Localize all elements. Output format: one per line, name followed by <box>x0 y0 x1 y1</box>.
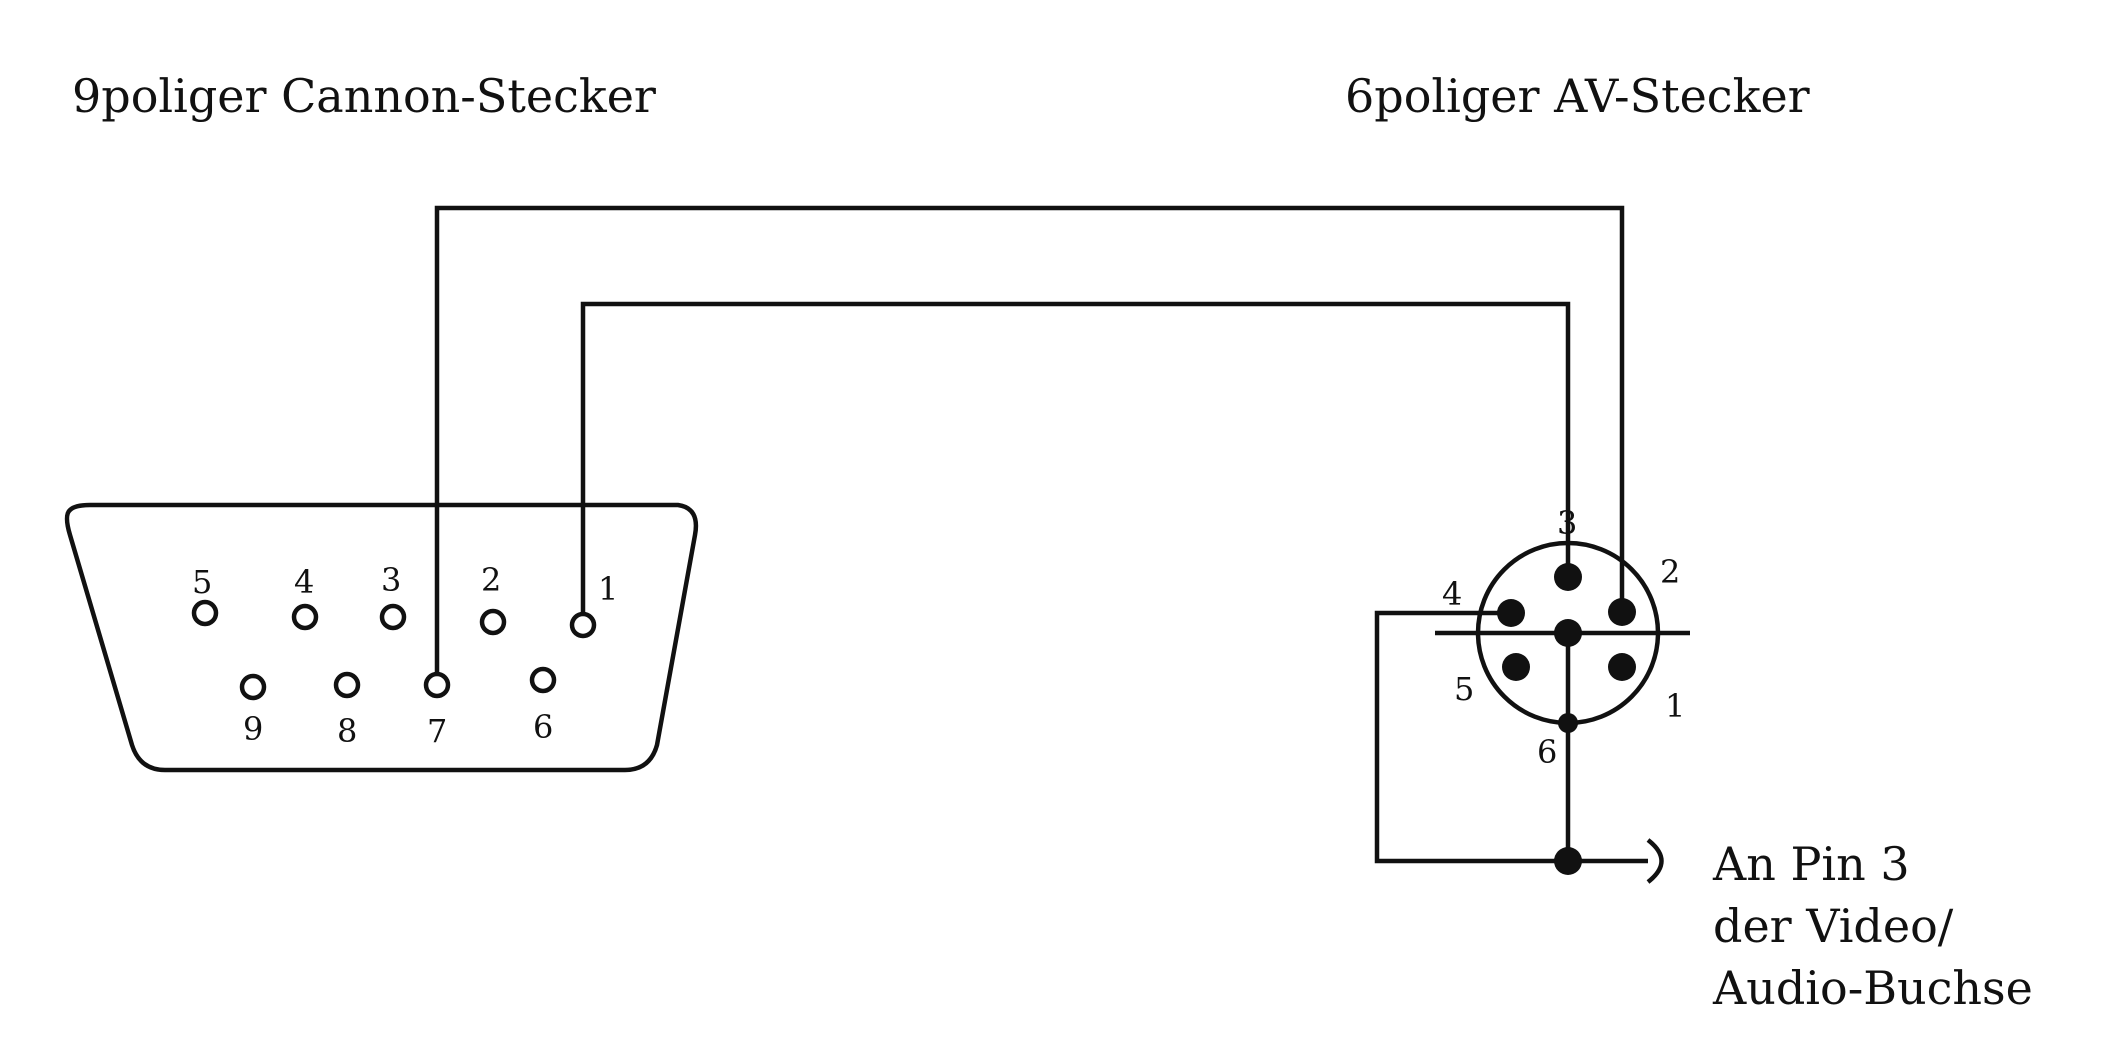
db9-pin-1 <box>569 611 597 639</box>
av-pin-1 <box>1608 653 1636 681</box>
av-pin-label-1: 1 <box>1665 687 1685 725</box>
db9-pin-2 <box>479 608 507 636</box>
av-pin-4 <box>1497 599 1525 627</box>
db9-pin-label-5: 5 <box>192 563 212 601</box>
note-line-1: An Pin 3 <box>1712 837 1910 891</box>
db9-pin-label-3: 3 <box>381 561 401 599</box>
db9-pin-label-6: 6 <box>533 708 553 746</box>
av-pin-6 <box>1558 713 1578 733</box>
db9-pin-label-1: 1 <box>598 570 618 608</box>
socket-arrow-icon <box>1646 838 1664 884</box>
wire-pin4-loop <box>1374 610 1568 864</box>
db9-pin-7 <box>423 671 451 699</box>
junction-dot <box>1554 847 1582 875</box>
av-pin-label-3: 3 <box>1557 504 1577 542</box>
wire-pin7-to-pin2 <box>434 205 1625 683</box>
db9-connector-shell <box>64 502 699 773</box>
db9-pin-5 <box>191 599 219 627</box>
av-pin-2 <box>1608 598 1636 626</box>
av-pin-center <box>1554 619 1582 647</box>
db9-pin-label-8: 8 <box>337 712 357 750</box>
av-pin-label-4: 4 <box>1442 575 1462 613</box>
db9-connector-title: 9poliger Cannon-Stecker <box>72 69 656 123</box>
db9-pin-6 <box>529 666 557 694</box>
av-pin-label-6: 6 <box>1537 733 1557 771</box>
db9-pin-label-4: 4 <box>294 563 314 601</box>
wire-pin1-to-pin3 <box>580 301 1571 623</box>
av-pin-3 <box>1554 563 1582 591</box>
db9-pin-label-2: 2 <box>481 561 501 599</box>
db9-pin-9 <box>239 673 267 701</box>
av-pin-label-5: 5 <box>1454 670 1474 708</box>
note-line-2: der Video/ <box>1713 899 1954 953</box>
db9-pin-4 <box>291 603 319 631</box>
av-pin-5 <box>1502 653 1530 681</box>
db9-pin-label-9: 9 <box>243 710 263 748</box>
av-pin-label-2: 2 <box>1660 553 1680 591</box>
db9-pin-8 <box>333 671 361 699</box>
db9-pin-label-7: 7 <box>427 712 447 750</box>
db9-pin-3 <box>379 603 407 631</box>
note-line-3: Audio-Buchse <box>1712 961 2033 1015</box>
av-connector-title: 6poliger AV-Stecker <box>1345 69 1810 123</box>
